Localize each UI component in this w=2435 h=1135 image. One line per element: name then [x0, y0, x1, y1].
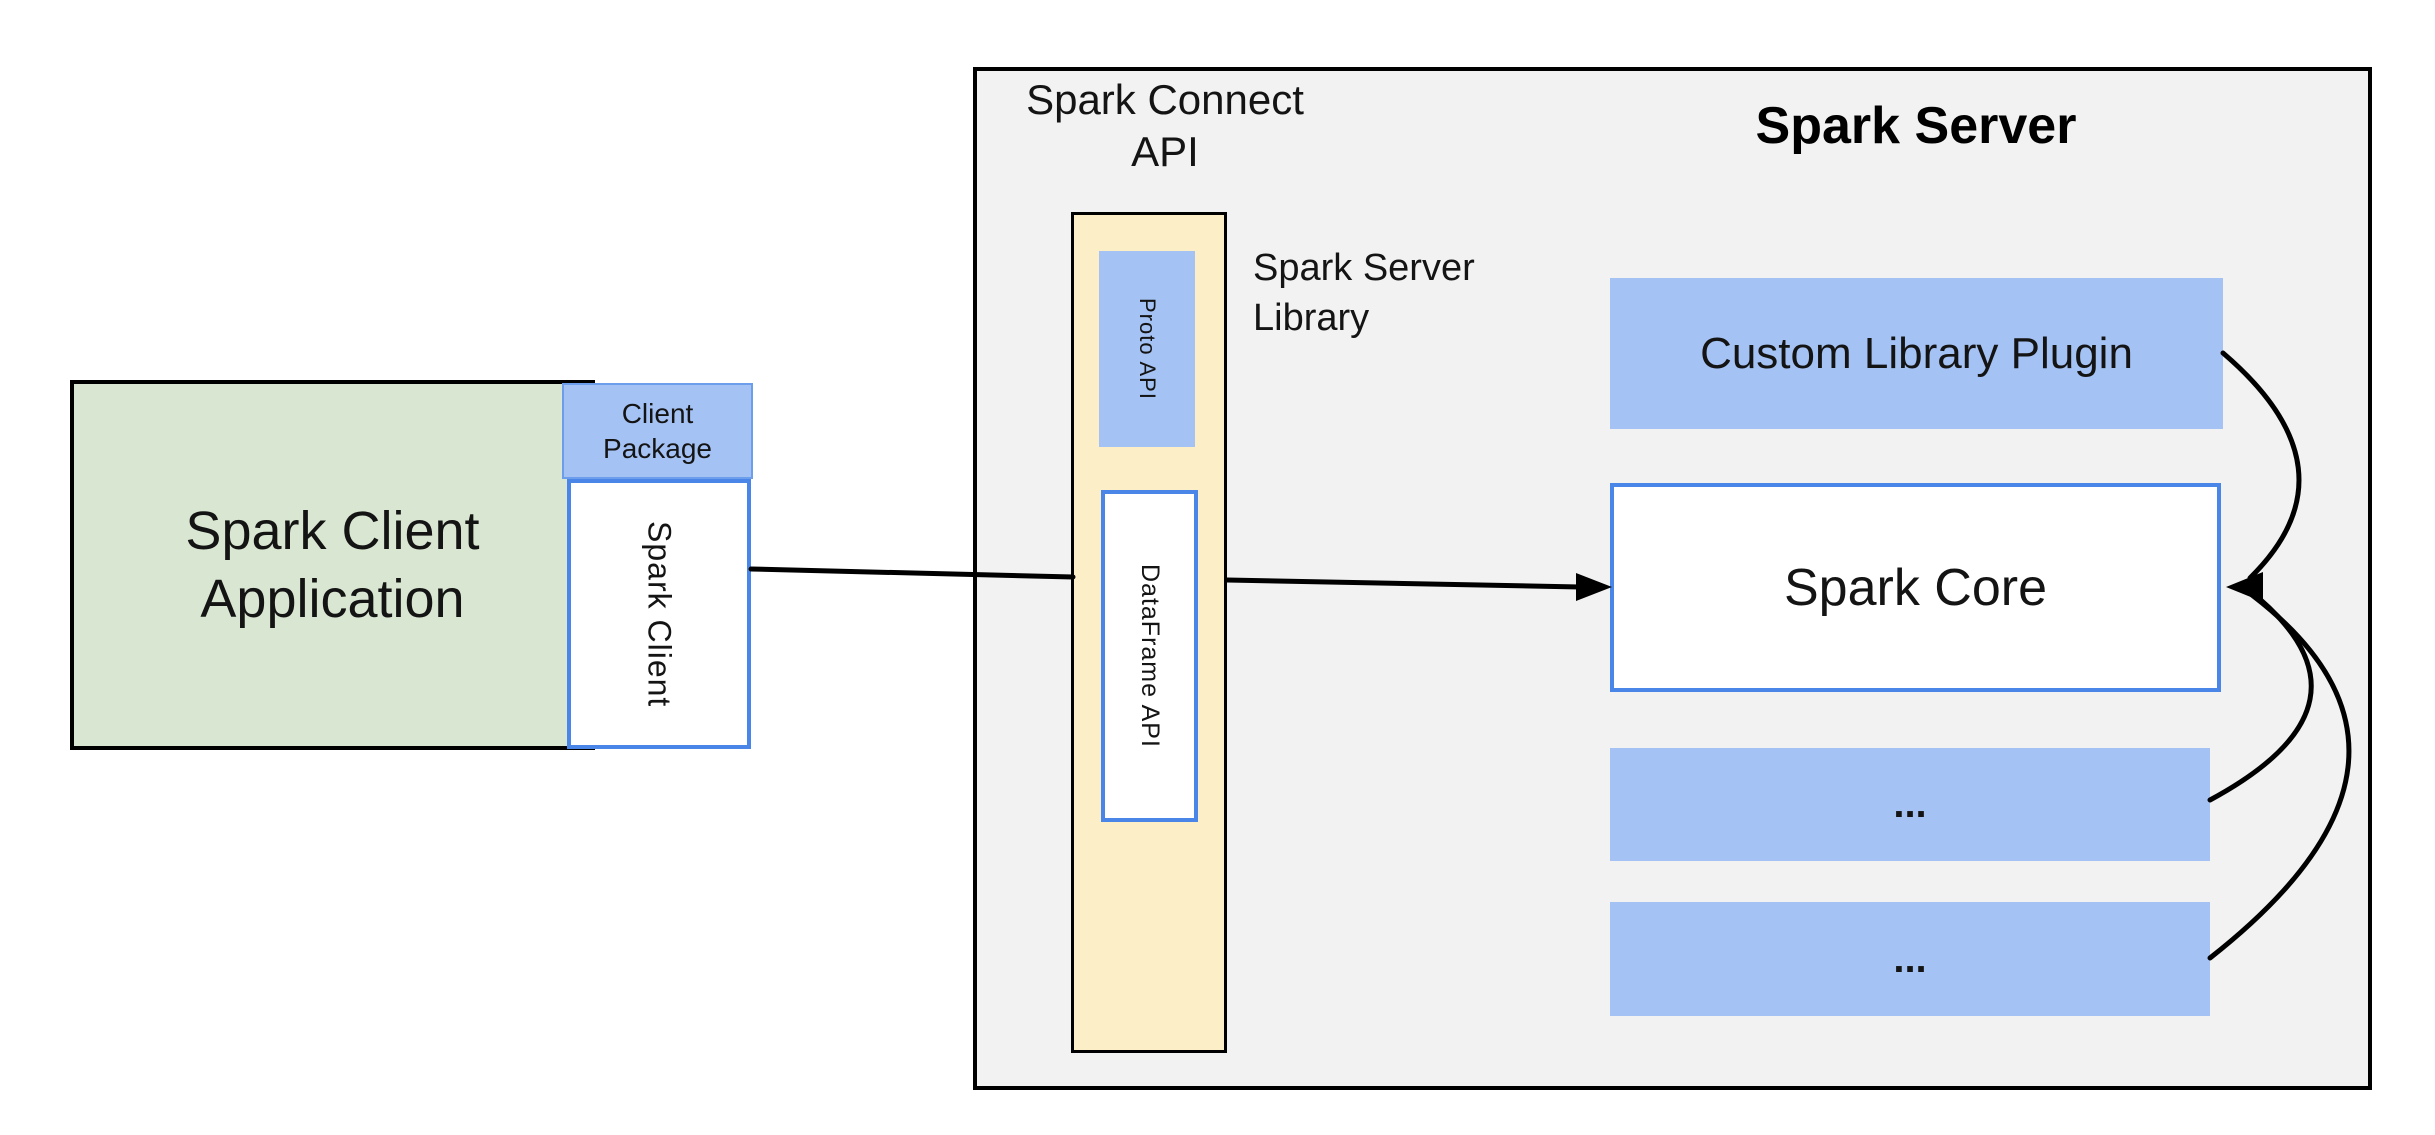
spark-server-title: Spark Server [1755, 97, 2077, 155]
custom-library-plugin-label: Custom Library Plugin [1700, 328, 2133, 378]
spark-client-application-label: Spark Client Application [185, 501, 480, 629]
proto-api-label: Proto API [1135, 298, 1160, 400]
spark-client-application-box: Spark Client Application [70, 380, 595, 750]
more-plugins-box-top: ... [1610, 748, 2210, 861]
client-package-label: Client Package [603, 398, 712, 464]
client-package-box: Client Package [562, 383, 753, 479]
more-plugins-bottom-label: ... [1893, 936, 1927, 981]
more-plugins-top-label: ... [1893, 782, 1927, 826]
custom-library-plugin-box: Custom Library Plugin [1610, 278, 2223, 429]
dataframe-api-label: DataFrame API [1136, 564, 1164, 748]
spark-client-label: Spark Client [641, 520, 678, 708]
more-plugins-box-bottom: ... [1610, 902, 2210, 1016]
spark-connect-api-title: Spark Connect API [1026, 76, 1304, 175]
spark-core-label: Spark Core [1784, 558, 2047, 617]
dataframe-api-box: DataFrame API [1101, 490, 1198, 822]
spark-server-library-label: Spark Server Library [1253, 247, 1475, 339]
proto-api-box: Proto API [1099, 251, 1195, 447]
spark-client-box: Spark Client [567, 479, 751, 749]
spark-core-box: Spark Core [1610, 483, 2221, 692]
